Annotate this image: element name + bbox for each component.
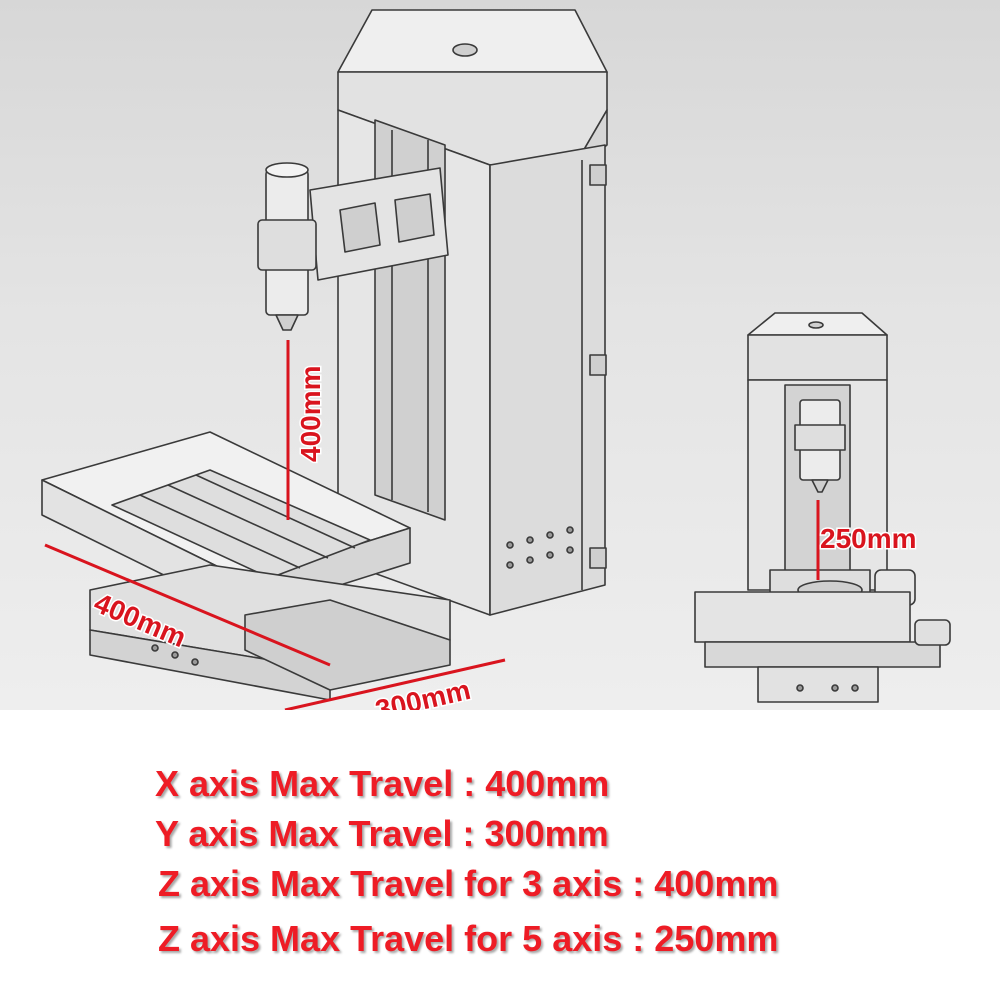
five-axis-machine	[694, 312, 951, 703]
machine-drawing: 400mm 400mm 300mm 250mm	[41, 9, 951, 710]
dimension-lines	[44, 340, 820, 710]
spec-x-axis: X axis Max Travel : 400mm	[155, 763, 610, 804]
spec-z-axis-5: Z axis Max Travel for 5 axis : 250mm	[158, 918, 779, 959]
machine-illustration: 400mm 400mm 300mm 250mm	[0, 0, 1000, 710]
three-axis-machine	[41, 9, 608, 701]
z-5axis-dimension-label: 250mm	[820, 523, 917, 554]
x-dimension-line	[44, 543, 331, 667]
spec-y-axis: Y axis Max Travel : 300mm	[155, 813, 609, 854]
y-dimension-line	[284, 658, 506, 710]
z-3axis-dimension-label: 400mm	[295, 365, 326, 462]
spec-z-axis-3: Z axis Max Travel for 3 axis : 400mm	[158, 863, 779, 904]
